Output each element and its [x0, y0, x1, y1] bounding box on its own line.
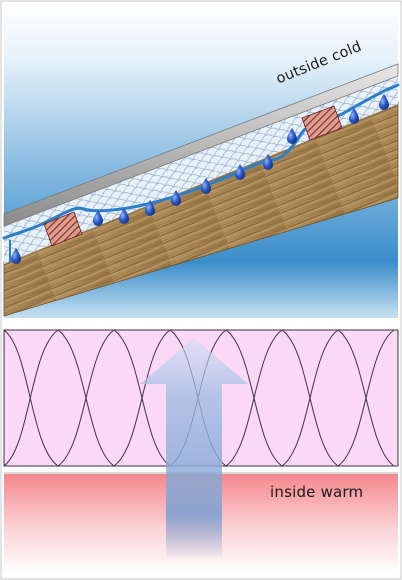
droplet	[145, 200, 155, 216]
rafter-block-right	[301, 105, 343, 141]
droplet	[119, 208, 129, 224]
droplet	[287, 128, 297, 144]
ceiling-gap	[4, 318, 398, 330]
moisture-flow-arrow	[140, 338, 248, 560]
condensation-droplets	[11, 94, 389, 264]
droplet	[263, 154, 273, 170]
inside-warm-label: inside warm	[270, 483, 364, 501]
droplet	[93, 210, 103, 226]
droplet	[201, 178, 211, 194]
roof-assembly	[2, 63, 400, 317]
mesh-layer	[4, 71, 398, 264]
droplet	[235, 164, 245, 180]
droplet	[171, 190, 181, 206]
roof-sheathing	[3, 63, 399, 227]
droplet	[11, 248, 21, 264]
droplet	[349, 108, 359, 124]
droplet	[379, 94, 389, 110]
rafter-block-left	[43, 211, 83, 247]
